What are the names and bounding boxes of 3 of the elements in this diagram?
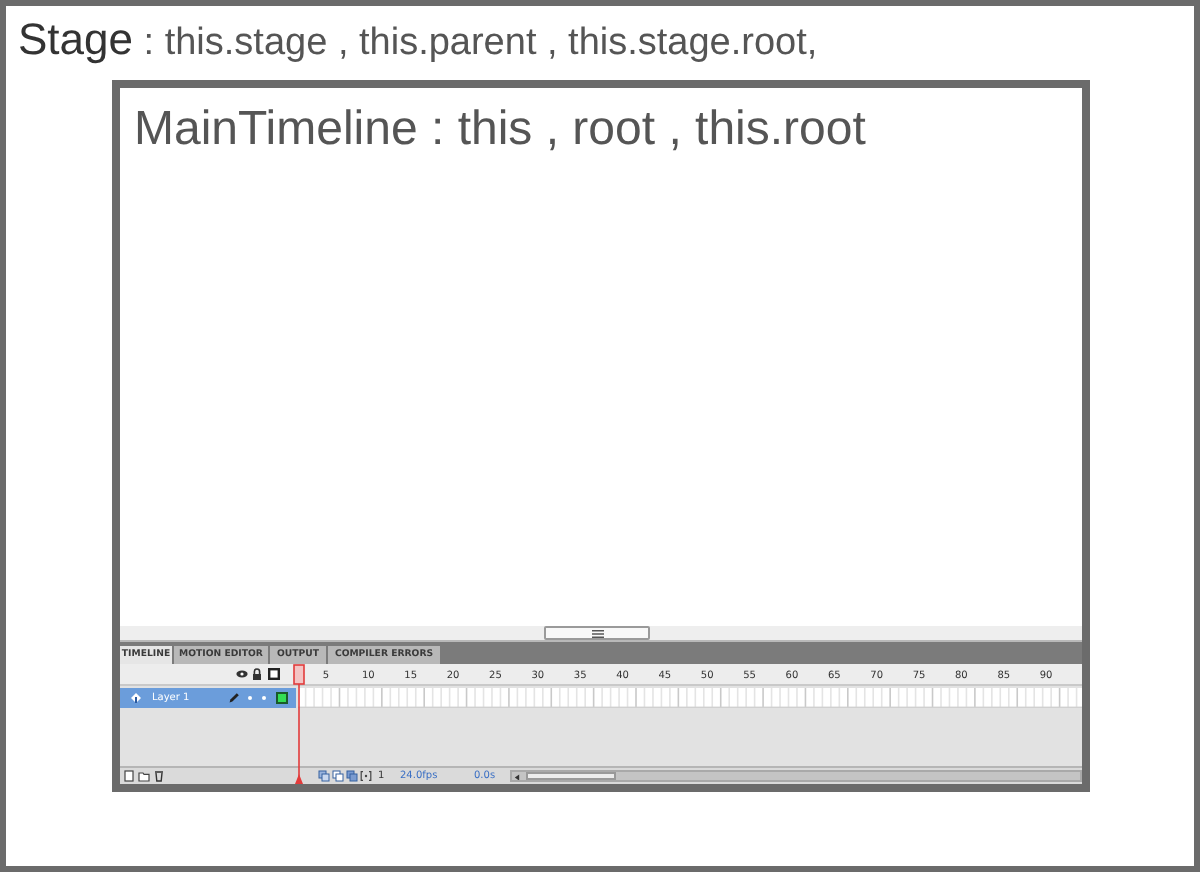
box-heading: MainTimeline : this , root , this.root [134, 102, 866, 158]
container-box [112, 80, 1090, 792]
box-heading: Stage : this.stage , this.parent , this.stage.root, [18, 14, 818, 66]
